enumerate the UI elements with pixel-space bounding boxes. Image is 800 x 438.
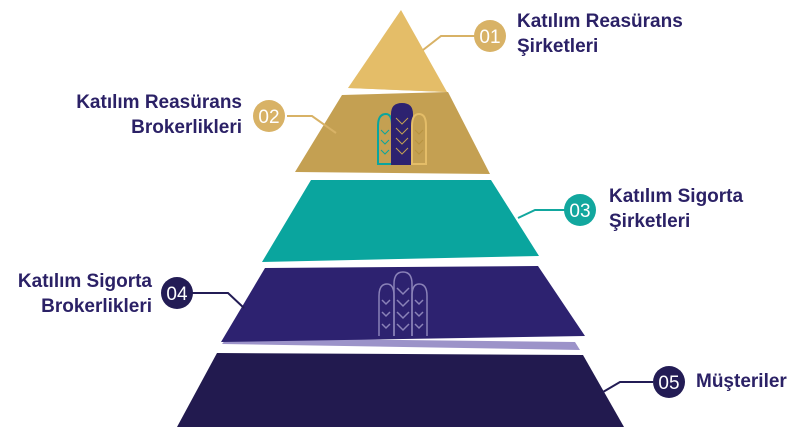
label-02: Katılım Reasürans Brokerlikleri [76, 90, 242, 140]
connector-01 [422, 35, 475, 51]
label-05: Müşteriler [696, 369, 787, 394]
label-04-line-1: Katılım Sigorta [17, 271, 152, 292]
label-04: Katılım Sigorta Brokerlikleri [18, 269, 152, 319]
svg-text:05: 05 [658, 373, 679, 394]
label-02-line-2: Brokerlikleri [131, 117, 242, 138]
badge-01: 01 [474, 20, 506, 52]
arch-pattern-icon [378, 271, 428, 336]
pyramid-level-3 [262, 180, 539, 262]
svg-text:03: 03 [569, 201, 590, 222]
label-03-line-2: Şirketleri [609, 211, 691, 232]
svg-text:01: 01 [479, 27, 500, 48]
label-02-line-1: Katılım Reasürans [76, 92, 242, 113]
label-05-line-1: Müşteriler [696, 371, 787, 392]
pyramid-level-4 [221, 266, 585, 342]
pyramid-level-5 [177, 353, 624, 427]
svg-text:04: 04 [166, 284, 188, 305]
pyramid-level-1 [348, 10, 447, 92]
separator-4 [222, 338, 580, 350]
label-04-line-2: Brokerlikleri [41, 296, 152, 317]
label-01-line-2: Şirketleri [517, 36, 599, 57]
label-01-line-1: Katılım Reasürans [517, 11, 683, 32]
badge-03: 03 [564, 194, 596, 226]
connector-04 [192, 292, 245, 309]
connector-05 [602, 381, 653, 393]
svg-text:02: 02 [258, 107, 279, 128]
connector-03 [517, 209, 565, 219]
label-03: Katılım Sigorta Şirketleri [609, 184, 743, 234]
label-03-line-1: Katılım Sigorta [609, 186, 744, 207]
badge-05: 05 [653, 366, 685, 398]
badge-04: 04 [161, 277, 193, 309]
label-01: Katılım Reasürans Şirketleri [517, 9, 683, 59]
badge-02: 02 [253, 100, 285, 132]
connector-02 [287, 115, 337, 134]
arch-pattern-icon [377, 102, 427, 165]
